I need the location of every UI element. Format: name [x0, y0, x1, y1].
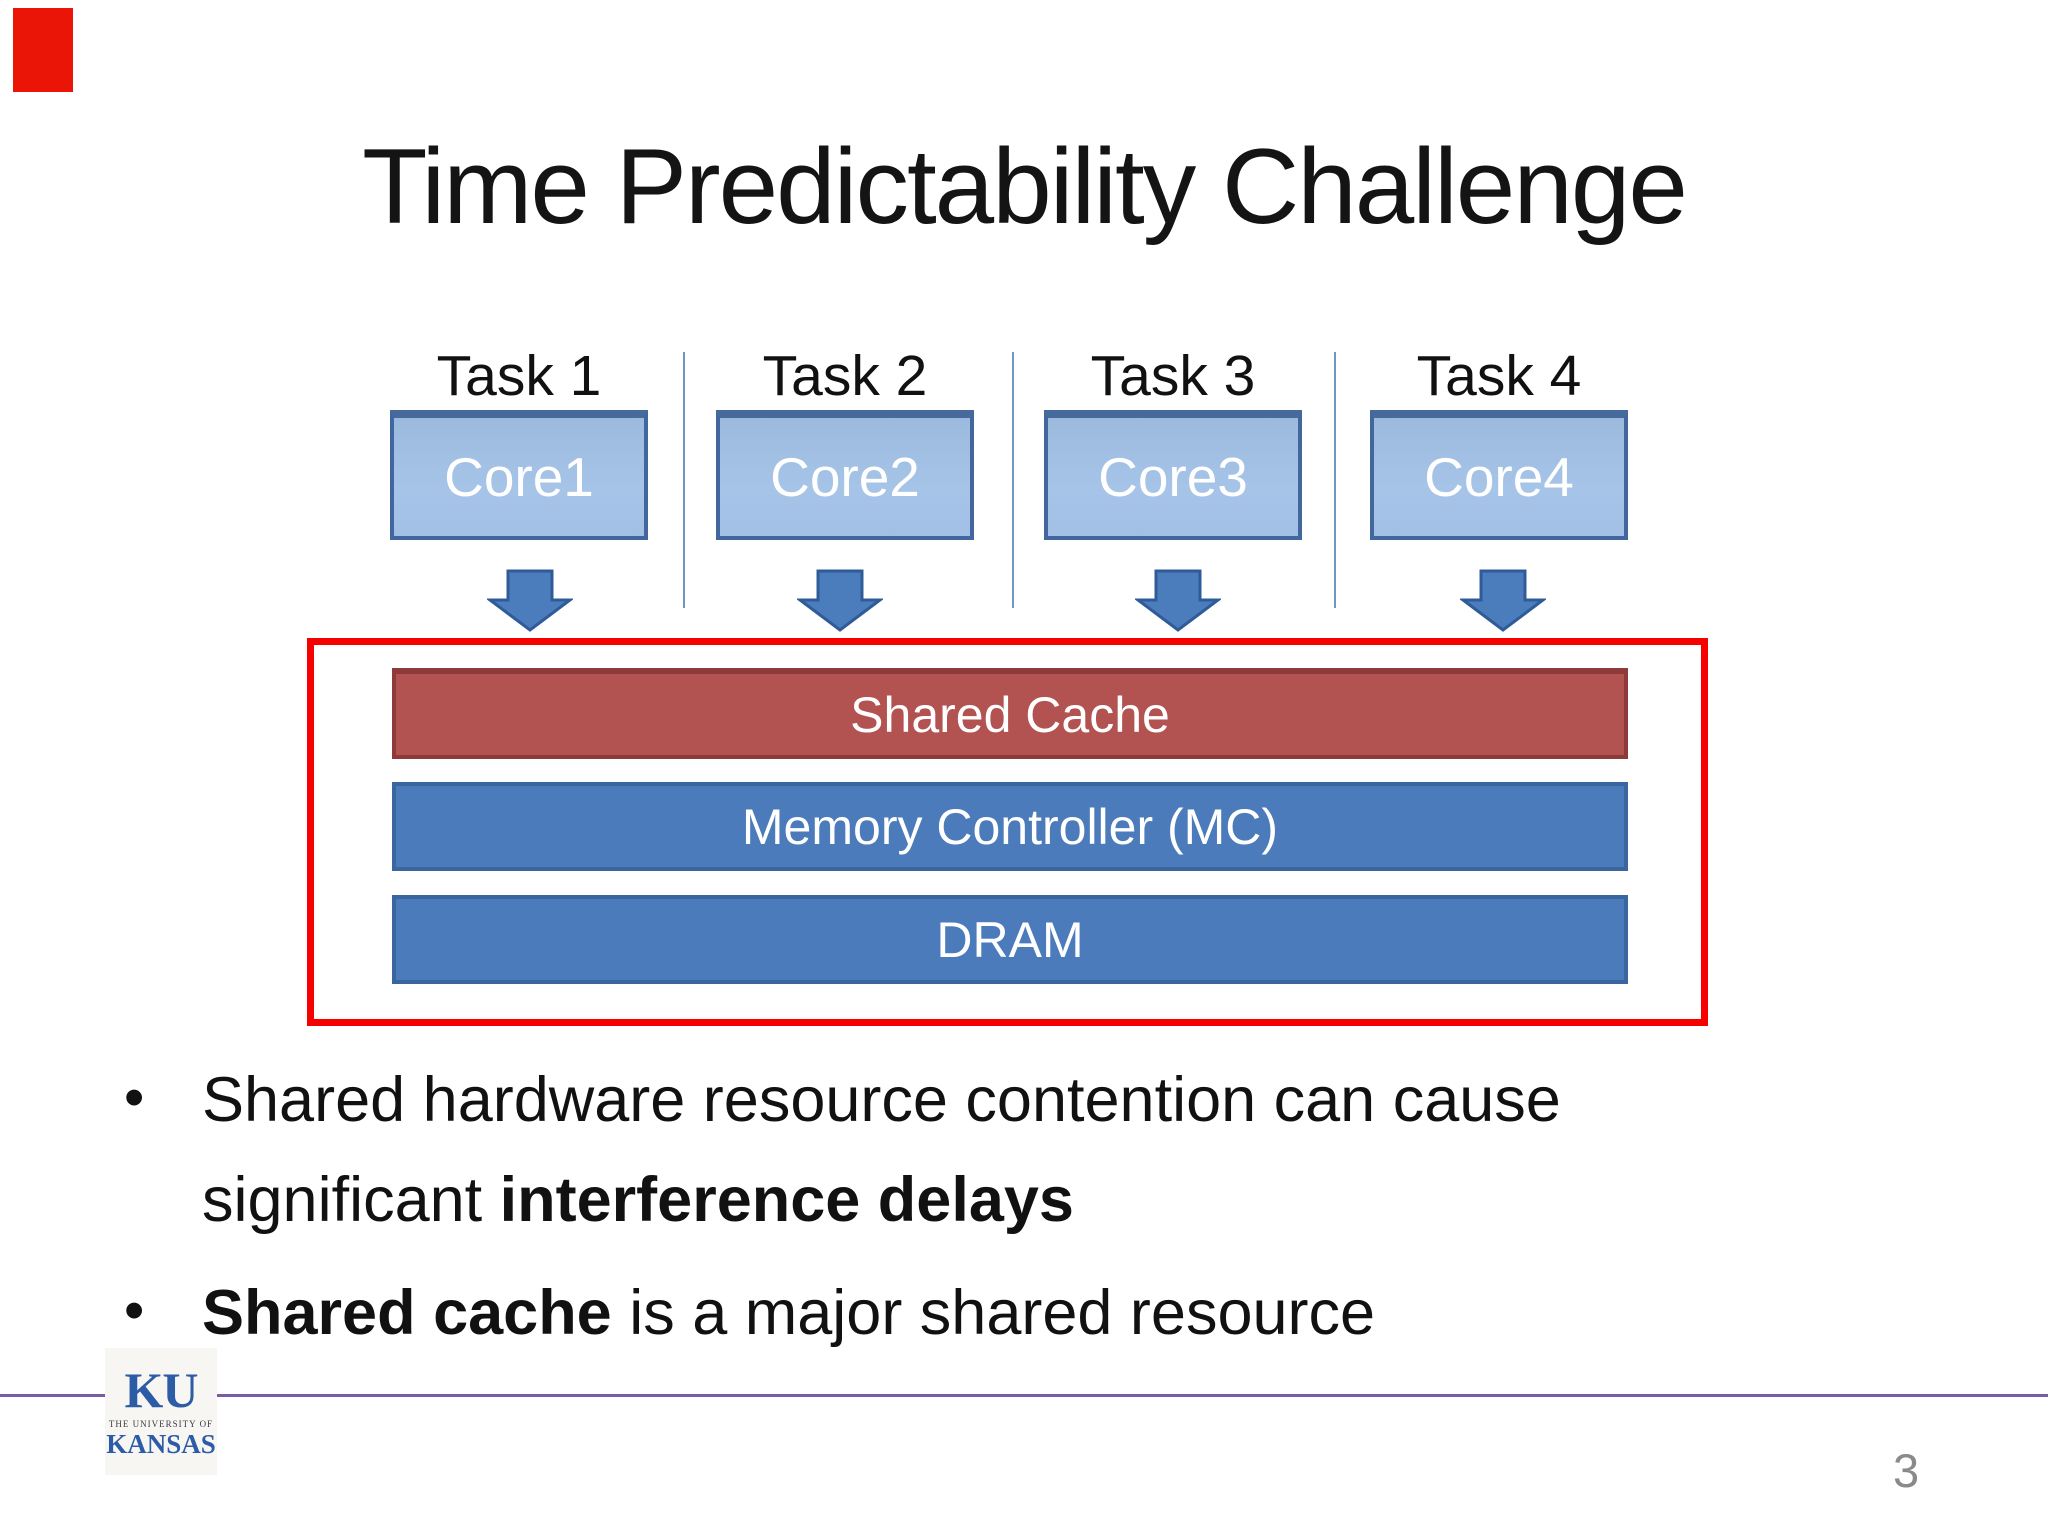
- ku-kansas-text: KANSAS: [106, 1429, 216, 1459]
- core-2-box: Core2: [716, 410, 974, 540]
- down-arrow-icon: [487, 569, 573, 632]
- memory-controller-label: Memory Controller (MC): [741, 798, 1279, 855]
- task-separator-line: [683, 352, 685, 608]
- dram-label: DRAM: [936, 911, 1084, 968]
- task-2-label: Task 2: [762, 344, 928, 408]
- bullet-text-post: is a major shared resource: [611, 1278, 1376, 1348]
- core-4-box: Core4: [1370, 410, 1628, 540]
- core-2-label: Core2: [770, 446, 920, 508]
- footer-divider-line: [0, 1394, 2048, 1397]
- dram-bar: DRAM: [392, 895, 1628, 984]
- task-separator-line: [1012, 352, 1014, 608]
- memory-controller-bar: Memory Controller (MC): [392, 782, 1628, 871]
- page-number: 3: [1893, 1444, 1920, 1497]
- down-arrow-icon: [1135, 569, 1221, 632]
- core-3-box: Core3: [1044, 410, 1302, 540]
- task-separator-line: [1334, 352, 1336, 608]
- ku-university-text: THE UNIVERSITY OF: [108, 1419, 214, 1429]
- task-1-label: Task 1: [436, 344, 602, 408]
- core-1-box: Core1: [390, 410, 648, 540]
- shared-cache-label: Shared Cache: [850, 686, 1170, 743]
- down-arrow-icon: [1460, 569, 1546, 632]
- bullet-marker: •: [124, 1065, 145, 1130]
- bullet-item-shared-cache: • Shared cache is a major shared resourc…: [110, 1263, 1810, 1363]
- core-4-label: Core4: [1424, 446, 1574, 508]
- down-arrow-icon: [797, 569, 883, 632]
- core-1-label: Core1: [444, 446, 594, 508]
- bullet-text-bold: Shared cache: [202, 1278, 612, 1348]
- task-3-label: Task 3: [1090, 344, 1256, 408]
- task-4-label: Task 4: [1416, 344, 1582, 408]
- bullet-list: • Shared hardware resource contention ca…: [110, 1050, 1810, 1363]
- bullet-text-bold: interference delays: [499, 1165, 1074, 1235]
- ku-kansas-logo: KU THE UNIVERSITY OF KANSAS: [105, 1348, 217, 1475]
- shared-cache-bar: Shared Cache: [392, 668, 1628, 759]
- slide-title: Time Predictability Challenge: [362, 126, 1688, 246]
- core-3-label: Core3: [1098, 446, 1248, 508]
- shared-resources-container: Shared Cache Memory Controller (MC) DRAM: [307, 638, 1708, 1026]
- bullet-item-contention: • Shared hardware resource contention ca…: [110, 1050, 1810, 1250]
- bullet-marker: •: [124, 1278, 145, 1343]
- ku-monogram: KU: [124, 1362, 199, 1418]
- bullet-text-pre: Shared hardware resource contention can …: [202, 1065, 1561, 1235]
- recording-marker: [13, 8, 73, 92]
